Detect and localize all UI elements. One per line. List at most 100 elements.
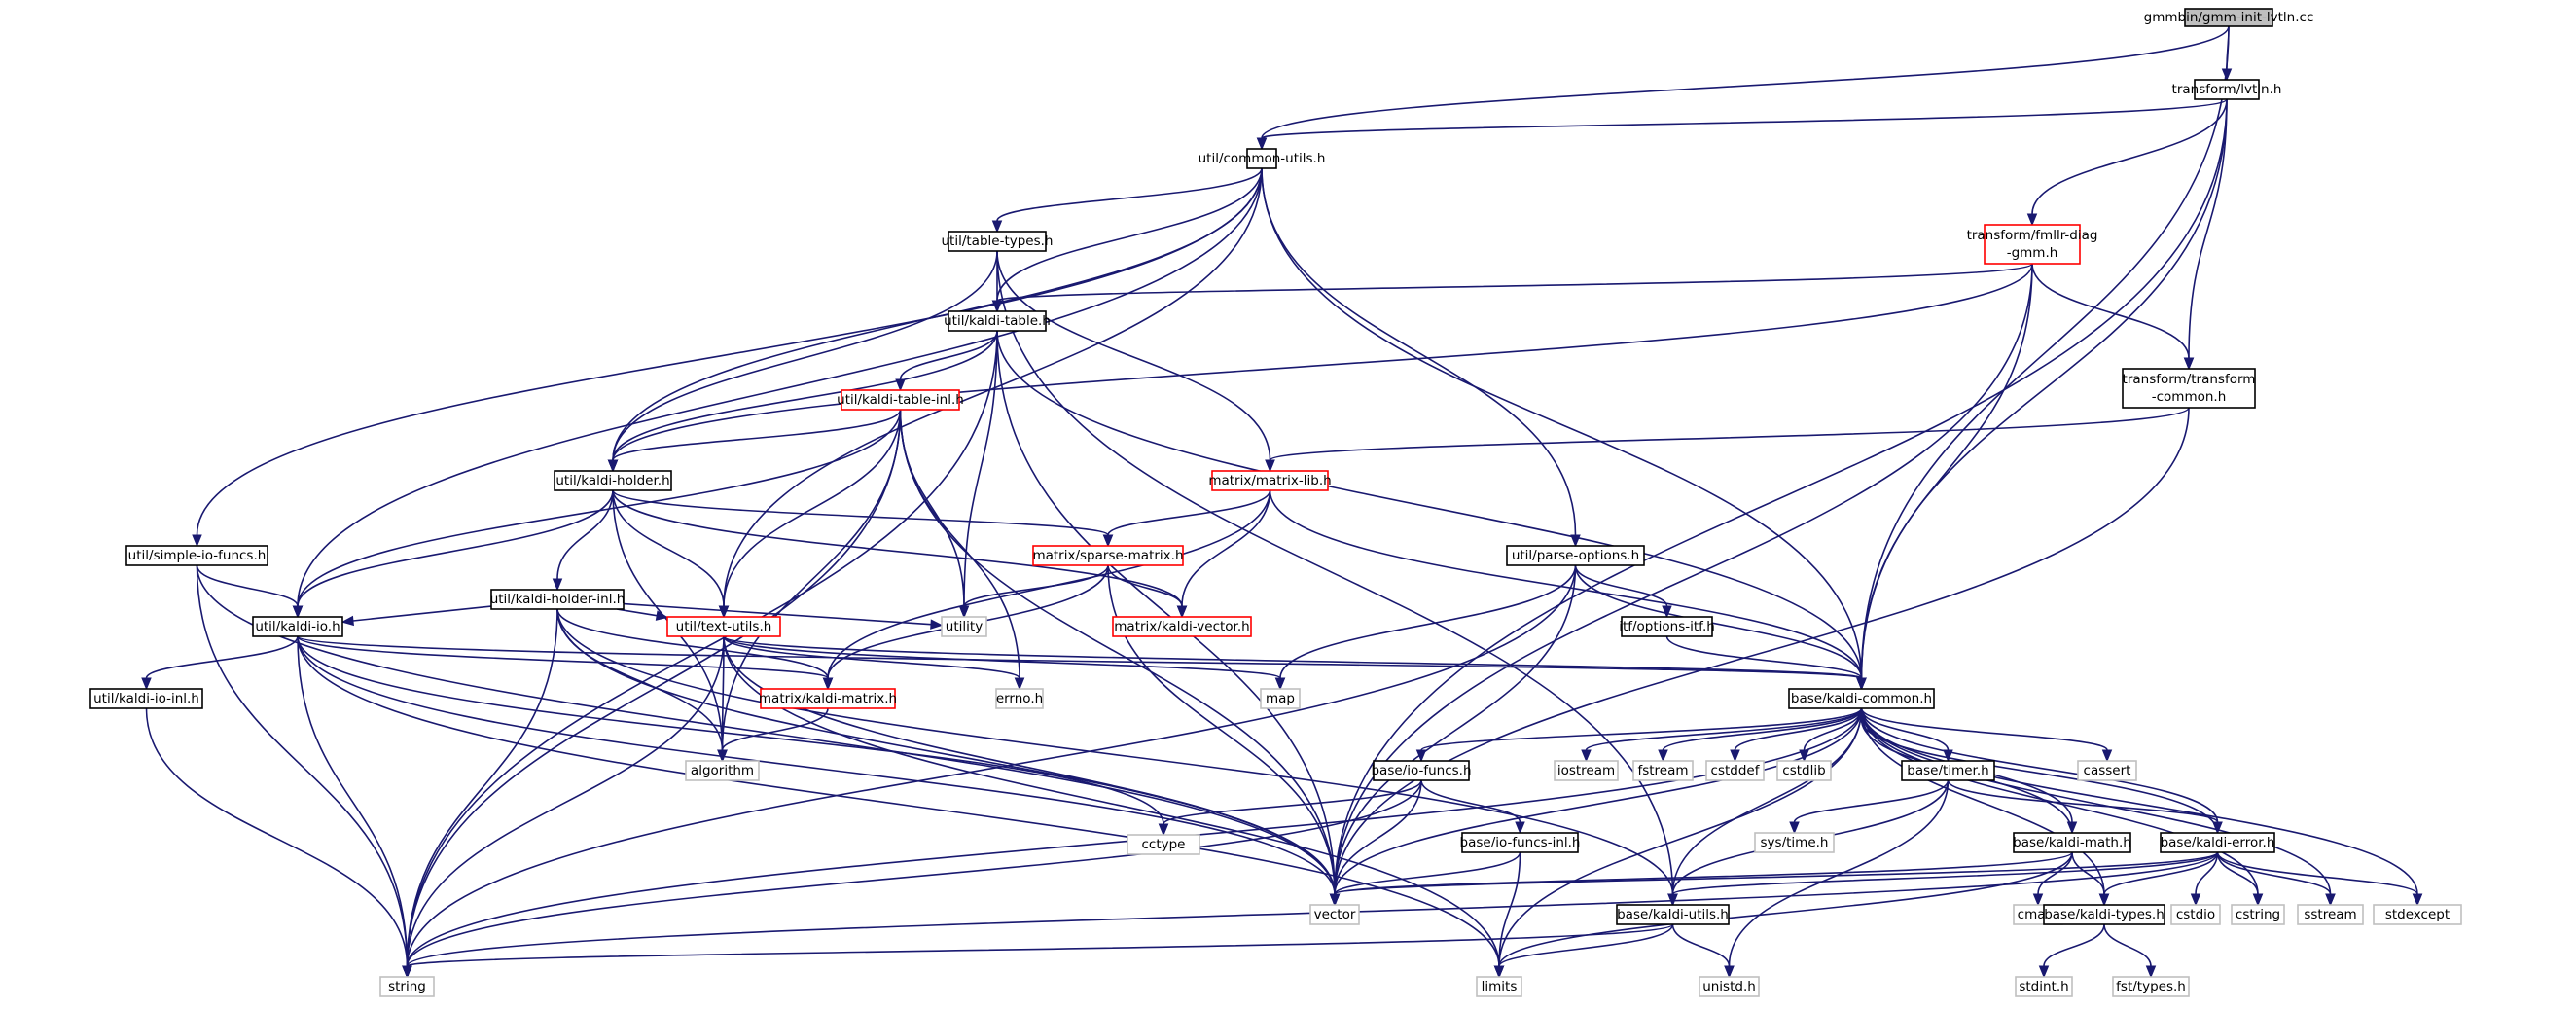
- node-root[interactable]: gmmbin/gmm-init-lvtln.cc: [2144, 8, 2314, 27]
- node-kaldi-utils[interactable]: base/kaldi-utils.h: [1616, 904, 1730, 925]
- node-timer[interactable]: base/timer.h: [1901, 760, 1995, 781]
- node-kaldi-math[interactable]: base/kaldi-math.h: [2013, 832, 2131, 853]
- node-transform-common[interactable]: transform/transform-common.h: [2122, 368, 2256, 409]
- node-label: limits: [1482, 979, 1518, 994]
- edge-io_funcs-to-cctype: [1158, 779, 1422, 837]
- node-box: [1632, 760, 1694, 781]
- node-label: util/text-utils.h: [676, 619, 772, 634]
- edge-common_utils-to-simple_io: [192, 167, 1263, 548]
- node-box: [995, 688, 1044, 709]
- edge-io_funcs-to-string: [402, 779, 1422, 979]
- node-box: [2373, 904, 2462, 925]
- arrowhead: [1658, 749, 1668, 763]
- arrowhead: [607, 459, 619, 473]
- node-matrix-lib[interactable]: matrix/matrix-lib.h: [1208, 470, 1332, 491]
- node-label: -common.h: [2152, 389, 2227, 405]
- node-label: cstring: [2236, 907, 2280, 922]
- arrowhead: [1662, 605, 1672, 619]
- node-kaldi-table[interactable]: util/kaldi-table.h: [944, 310, 1051, 332]
- node-label: base/timer.h: [1907, 763, 1988, 778]
- node-box: [1754, 832, 1835, 853]
- node-cstring: cstring: [2231, 904, 2285, 925]
- node-box: [948, 231, 1047, 252]
- node-lvtln[interactable]: transform/lvtln.h: [2172, 79, 2282, 100]
- node-box: [1260, 688, 1301, 709]
- arrowhead: [1856, 706, 1867, 720]
- edge-options_itf-to-kaldi_common: [1665, 635, 1867, 691]
- node-kaldi-common[interactable]: base/kaldi-common.h: [1788, 688, 1935, 709]
- node-box: [1246, 148, 1277, 169]
- edge-kaldi_common-to-cstddef: [1730, 707, 1863, 763]
- node-kaldi-vector[interactable]: matrix/kaldi-vector.h: [1112, 616, 1252, 637]
- node-box: [1309, 904, 1360, 925]
- edge-kaldi_error-to-vector: [1329, 851, 2219, 907]
- node-label: base/io-funcs.h: [1371, 763, 1471, 778]
- node-box: [1705, 760, 1765, 781]
- node-label: util/parse-options.h: [1512, 548, 1639, 563]
- node-fmllr[interactable]: transform/fmllr-diag-gmm.h: [1967, 224, 2098, 265]
- edge-parse_options-to-options_itf: [1574, 564, 1672, 619]
- node-label: matrix/matrix-lib.h: [1208, 473, 1331, 488]
- edge-kaldi_error-to-cstring: [2216, 851, 2264, 907]
- node-label: transform/lvtln.h: [2172, 82, 2282, 97]
- node-box: [2077, 760, 2137, 781]
- node-label: base/kaldi-math.h: [2013, 835, 2131, 850]
- node-table-types[interactable]: util/table-types.h: [941, 231, 1054, 252]
- node-simple-io[interactable]: util/simple-io-funcs.h: [125, 545, 268, 566]
- node-box: [125, 545, 268, 566]
- arrowhead: [2412, 893, 2423, 907]
- edge-kaldi_table_inl-to-kaldi_holder: [607, 409, 902, 473]
- node-label: iostream: [1557, 763, 1615, 778]
- node-io-inl[interactable]: util/kaldi-io-inl.h: [89, 688, 203, 709]
- node-stdint: stdint.h: [2015, 976, 2073, 997]
- node-label: transform/fmllr-diag: [1967, 228, 2098, 243]
- edge-kaldi_common-to-cstring: [1860, 707, 2264, 907]
- arrowhead: [1667, 893, 1678, 907]
- node-options-itf[interactable]: itf/options-itf.h: [1619, 616, 1715, 637]
- node-label: util/kaldi-table-inl.h: [837, 392, 964, 408]
- node-kaldi-table-inl[interactable]: util/kaldi-table-inl.h: [837, 389, 964, 411]
- node-box: [2160, 832, 2275, 853]
- node-label: matrix/sparse-matrix.h: [1032, 548, 1183, 563]
- node-label: util/kaldi-holder.h: [555, 473, 669, 488]
- node-box: [252, 616, 343, 637]
- edge-kaldi_matrix-to-algorithm: [717, 707, 829, 763]
- node-kaldi-error[interactable]: base/kaldi-error.h: [2160, 832, 2275, 853]
- edge-kaldi_utils-to-string: [402, 923, 1674, 979]
- node-holder-inl[interactable]: util/kaldi-holder-inl.h: [490, 589, 626, 610]
- node-cstddef: cstddef: [1705, 760, 1765, 781]
- edge-kaldi_types-to-stdint: [2038, 923, 2105, 979]
- nodes-layer: gmmbin/gmm-init-lvtln.cc transform/lvtln.…: [89, 8, 2462, 997]
- node-kaldi-matrix[interactable]: matrix/kaldi-matrix.h: [759, 688, 897, 709]
- node-kaldi-io[interactable]: util/kaldi-io.h: [252, 616, 343, 637]
- edge-common_utils-to-kaldi_holder: [607, 167, 1263, 473]
- node-label: gmmbin/gmm-init-lvtln.cc: [2144, 10, 2314, 25]
- edge-kaldi_io-to-io_inl: [141, 635, 299, 691]
- node-box: [490, 589, 625, 610]
- node-parse-options[interactable]: util/parse-options.h: [1506, 545, 1645, 566]
- node-limits: limits: [1476, 976, 1522, 997]
- node-kaldi-types[interactable]: base/kaldi-types.h: [2043, 904, 2165, 925]
- arrowhead: [340, 615, 354, 627]
- node-box: [2112, 976, 2190, 997]
- node-text-utils[interactable]: util/text-utils.h: [666, 616, 781, 637]
- edge-fmllr-to-vector: [1329, 263, 2033, 907]
- edge-kaldi_error-to-kaldi_types: [2098, 851, 2219, 907]
- node-common-utils[interactable]: util/common-utils.h: [1199, 148, 1326, 169]
- node-box: [2184, 8, 2273, 27]
- node-label: base/kaldi-common.h: [1791, 691, 1932, 706]
- node-kaldi-holder[interactable]: util/kaldi-holder.h: [554, 470, 672, 491]
- edge-io_funcs-to-io_funcs_inl: [1420, 779, 1525, 835]
- node-sparse-matrix[interactable]: matrix/sparse-matrix.h: [1032, 545, 1184, 566]
- node-box: [2043, 904, 2165, 925]
- edge-kaldi_table-to-string: [402, 330, 998, 979]
- arrowhead: [1176, 605, 1188, 619]
- node-map: map: [1260, 688, 1301, 709]
- arrowhead: [1274, 677, 1286, 691]
- edge-kaldi_table-to-kaldi_table_inl: [895, 330, 998, 392]
- node-io-funcs-inl[interactable]: base/io-funcs-inl.h: [1460, 832, 1581, 853]
- arrowhead: [1256, 137, 1268, 151]
- arrowhead: [718, 605, 730, 619]
- node-io-funcs[interactable]: base/io-funcs.h: [1371, 760, 1472, 781]
- edge-kaldi_io-to-string: [297, 635, 412, 979]
